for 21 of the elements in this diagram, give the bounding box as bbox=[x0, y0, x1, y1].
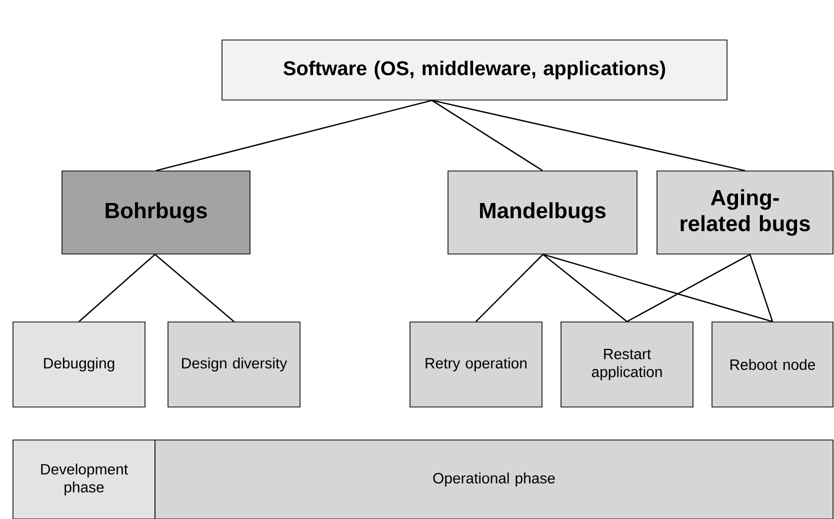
connector-line bbox=[749, 254, 774, 322]
connector-line bbox=[78, 254, 156, 322]
technique-box: Design diversity bbox=[168, 322, 300, 408]
connector-line bbox=[432, 100, 746, 172]
category-box: Bohrbugs bbox=[62, 170, 250, 254]
technique-box: Reboot node bbox=[712, 322, 834, 408]
connector-line bbox=[626, 254, 750, 322]
technique-box: Restart application bbox=[560, 322, 694, 408]
connector-line bbox=[154, 254, 234, 322]
category-box: Aging-related bugs bbox=[656, 170, 834, 254]
technique-box: Debugging bbox=[12, 322, 146, 408]
technique-box: Retry operation bbox=[410, 322, 542, 408]
connector-line bbox=[432, 100, 543, 172]
connector-line bbox=[542, 254, 628, 322]
connector-line bbox=[476, 254, 544, 322]
connector-line bbox=[156, 100, 432, 172]
category-box: Software (OS, middleware, applications) bbox=[222, 40, 728, 100]
phase-band: Development phase bbox=[12, 440, 156, 519]
category-box: Mandelbugs bbox=[448, 170, 638, 254]
connector-line bbox=[542, 254, 773, 322]
phase-band: Operational phase bbox=[154, 440, 834, 519]
